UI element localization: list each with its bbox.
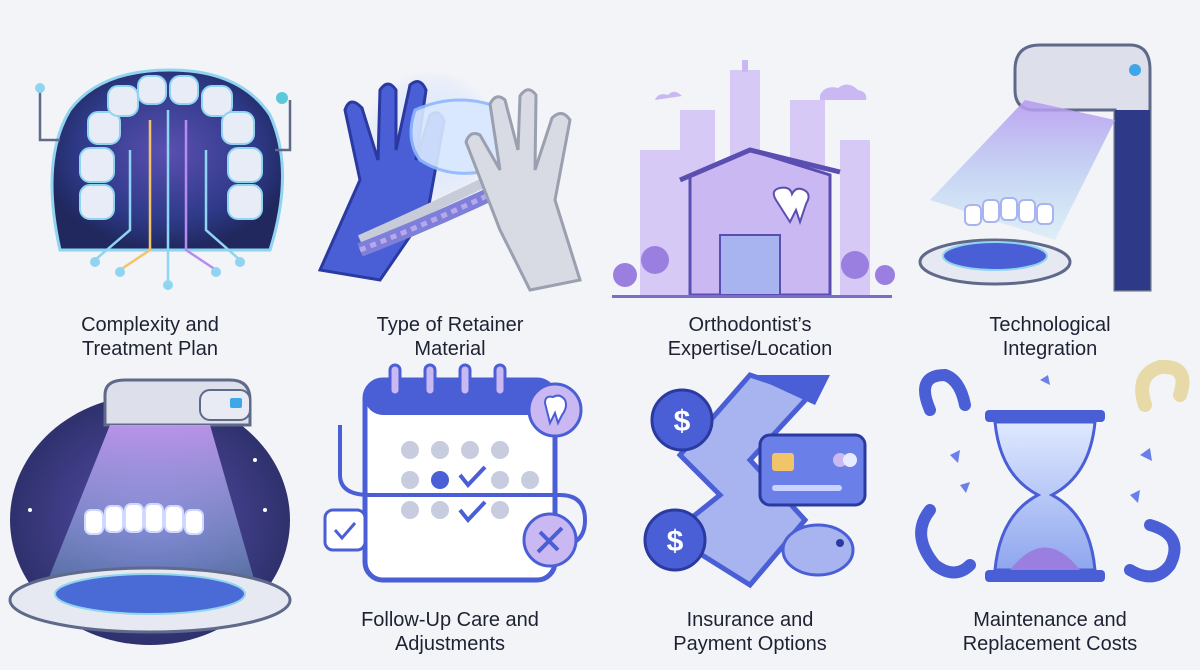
- caption-maintenance-costs: Maintenance and Replacement Costs: [900, 608, 1200, 656]
- caption-line-2: Integration: [1002, 338, 1098, 360]
- caption-line-2: Material: [414, 338, 486, 360]
- caption-line-2: Treatment Plan: [82, 338, 218, 360]
- item-complexity: Complexity and Treatment Plan: [0, 0, 300, 360]
- item-maintenance-costs: Maintenance and Replacement Costs: [900, 335, 1200, 670]
- caption-line-2: Expertise/Location: [667, 338, 833, 360]
- item-technological-integration: Technological Integration: [900, 0, 1200, 360]
- caption-insurance-payment: Insurance and Payment Options: [600, 608, 900, 656]
- caption-line-1: Technological: [989, 314, 1111, 336]
- caption-line-1: Insurance and: [686, 609, 814, 631]
- item-retainer-material: Type of Retainer Material: [300, 0, 600, 360]
- item-teeth-scanner: [0, 335, 300, 670]
- caption-line-1: Follow-Up Care and: [361, 609, 539, 631]
- calendar-schedule-icon: [323, 363, 588, 583]
- caption-line-2: Adjustments: [394, 633, 506, 655]
- dental-clinic-city-icon: [612, 60, 895, 298]
- item-orthodontist-expertise: Orthodontist’s Expertise/Location: [600, 0, 900, 360]
- caption-retainer-material: Type of Retainer Material: [300, 313, 600, 361]
- 3d-scanner-icon: [918, 43, 1152, 292]
- item-insurance-payment: $ $ Insurance and Payment Options: [600, 335, 900, 670]
- caption-line-1: Complexity and: [81, 314, 219, 336]
- svg-text:$: $: [667, 525, 684, 558]
- circuit-teeth-icon: [35, 68, 292, 290]
- caption-orthodontist-expertise: Orthodontist’s Expertise/Location: [600, 313, 900, 361]
- svg-text:$: $: [674, 405, 691, 438]
- caption-line-2: Payment Options: [673, 633, 827, 655]
- caption-follow-up-care: Follow-Up Care and Adjustments: [300, 608, 600, 656]
- payment-cycle-icon: $ $: [643, 372, 867, 589]
- gloves-retainer-icon: [317, 70, 582, 292]
- caption-complexity: Complexity and Treatment Plan: [0, 313, 300, 361]
- caption-line-1: Type of Retainer: [376, 314, 524, 336]
- caption-line-1: Orthodontist’s: [688, 314, 812, 336]
- hourglass-retainers-icon: [915, 359, 1190, 583]
- caption-line-1: Maintenance and: [973, 609, 1127, 631]
- caption-technological-integration: Technological Integration: [900, 313, 1200, 361]
- caption-line-2: Replacement Costs: [962, 633, 1138, 655]
- item-follow-up-care: Follow-Up Care and Adjustments: [300, 335, 600, 670]
- teeth-scanner-icon: [8, 378, 292, 645]
